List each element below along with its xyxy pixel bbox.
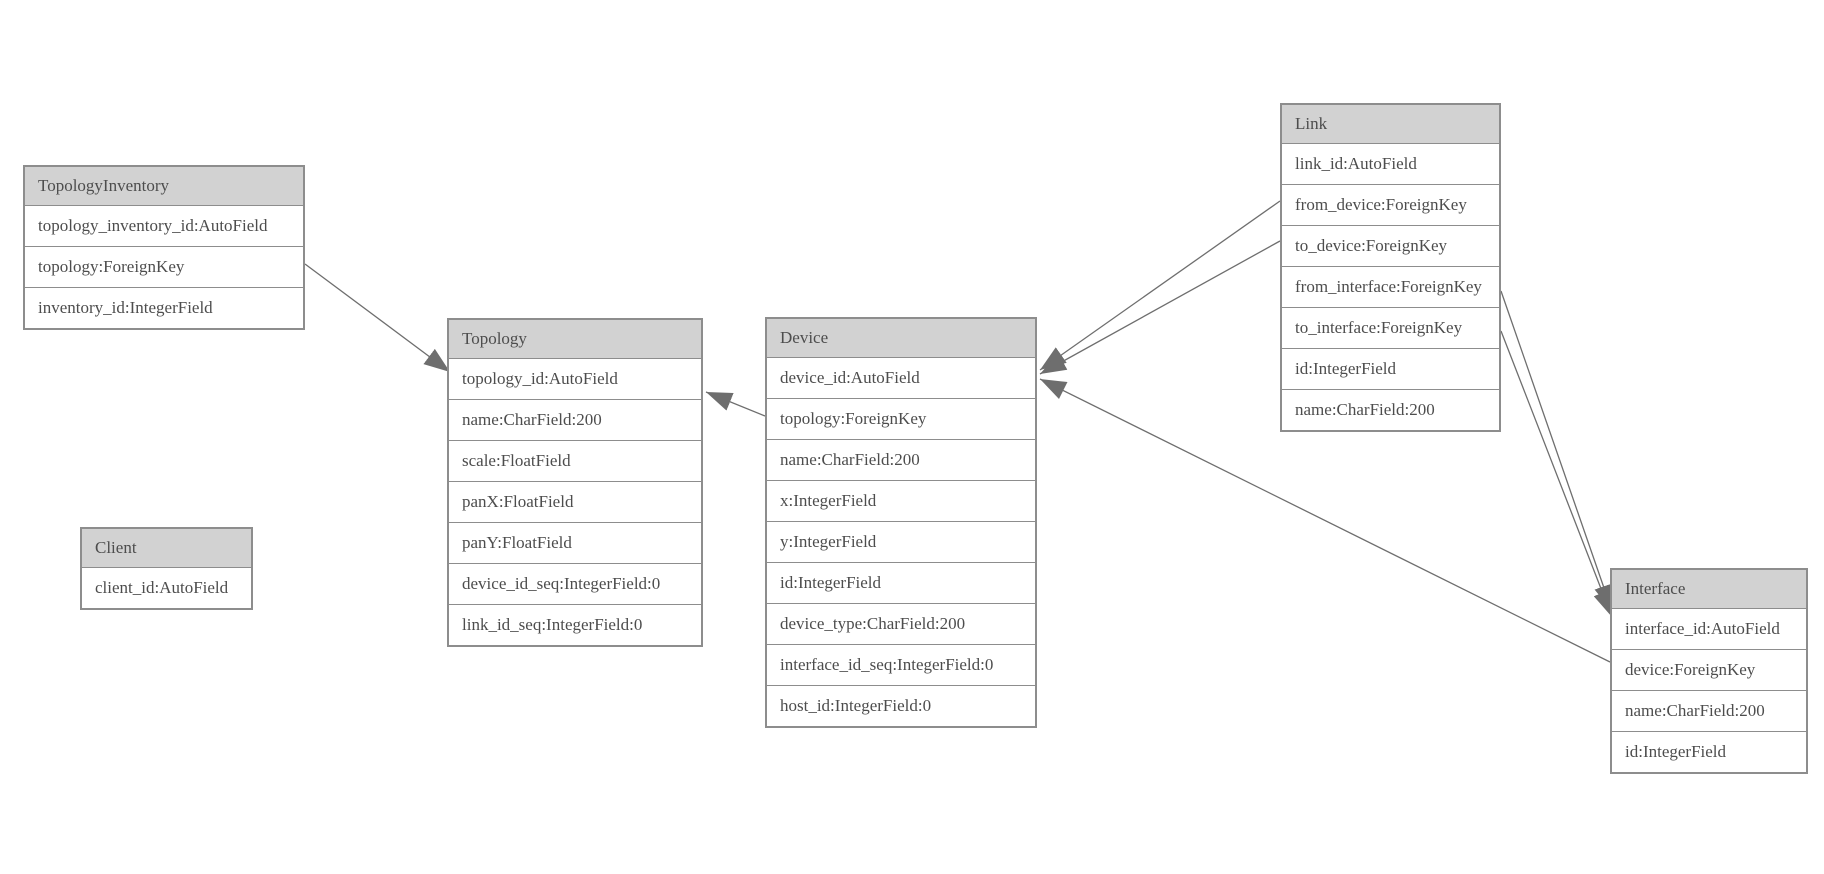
field-row: link_id:AutoField (1282, 144, 1499, 185)
entity-title: Topology (449, 320, 701, 359)
field-row: id:IntegerField (767, 563, 1035, 604)
field-row: device_id_seq:IntegerField:0 (449, 564, 701, 605)
relation-link-to_interface-to-interface (1500, 330, 1613, 618)
field-row: panX:FloatField (449, 482, 701, 523)
field-row: from_interface:ForeignKey (1282, 267, 1499, 308)
field-row: x:IntegerField (767, 481, 1035, 522)
field-row: inventory_id:IntegerField (25, 288, 303, 328)
field-row: client_id:AutoField (82, 568, 251, 608)
relation-link-from_interface-to-interface (1500, 290, 1613, 612)
field-row: to_device:ForeignKey (1282, 226, 1499, 267)
field-row: scale:FloatField (449, 441, 701, 482)
field-row: topology_id:AutoField (449, 359, 701, 400)
relation-link-to_device-to-device (1039, 240, 1281, 375)
field-row: name:CharField:200 (1282, 390, 1499, 430)
entity-fields: client_id:AutoField (82, 568, 251, 608)
field-row: host_id:IntegerField:0 (767, 686, 1035, 726)
field-row: to_interface:ForeignKey (1282, 308, 1499, 349)
field-row: y:IntegerField (767, 522, 1035, 563)
relation-device-topology-to-topology (705, 391, 766, 417)
field-row: from_device:ForeignKey (1282, 185, 1499, 226)
entity-title: Interface (1612, 570, 1806, 609)
relation-topologyinventory-topology-to-topology (304, 263, 451, 373)
field-row: interface_id_seq:IntegerField:0 (767, 645, 1035, 686)
field-row: link_id_seq:IntegerField:0 (449, 605, 701, 645)
field-row: panY:FloatField (449, 523, 701, 564)
entity-client: Client client_id:AutoField (80, 527, 253, 610)
field-row: device_type:CharField:200 (767, 604, 1035, 645)
field-row: device:ForeignKey (1612, 650, 1806, 691)
field-row: topology_inventory_id:AutoField (25, 206, 303, 247)
field-row: id:IntegerField (1612, 732, 1806, 772)
field-row: topology:ForeignKey (25, 247, 303, 288)
entity-topologyinventory: TopologyInventory topology_inventory_id:… (23, 165, 305, 330)
entity-title: Link (1282, 105, 1499, 144)
entity-title: Device (767, 319, 1035, 358)
entity-title: TopologyInventory (25, 167, 303, 206)
field-row: interface_id:AutoField (1612, 609, 1806, 650)
field-row: topology:ForeignKey (767, 399, 1035, 440)
field-row: name:CharField:200 (449, 400, 701, 441)
field-row: name:CharField:200 (767, 440, 1035, 481)
field-row: device_id:AutoField (767, 358, 1035, 399)
field-row: name:CharField:200 (1612, 691, 1806, 732)
entity-title: Client (82, 529, 251, 568)
relation-link-from_device-to-device (1039, 200, 1281, 371)
field-row: id:IntegerField (1282, 349, 1499, 390)
